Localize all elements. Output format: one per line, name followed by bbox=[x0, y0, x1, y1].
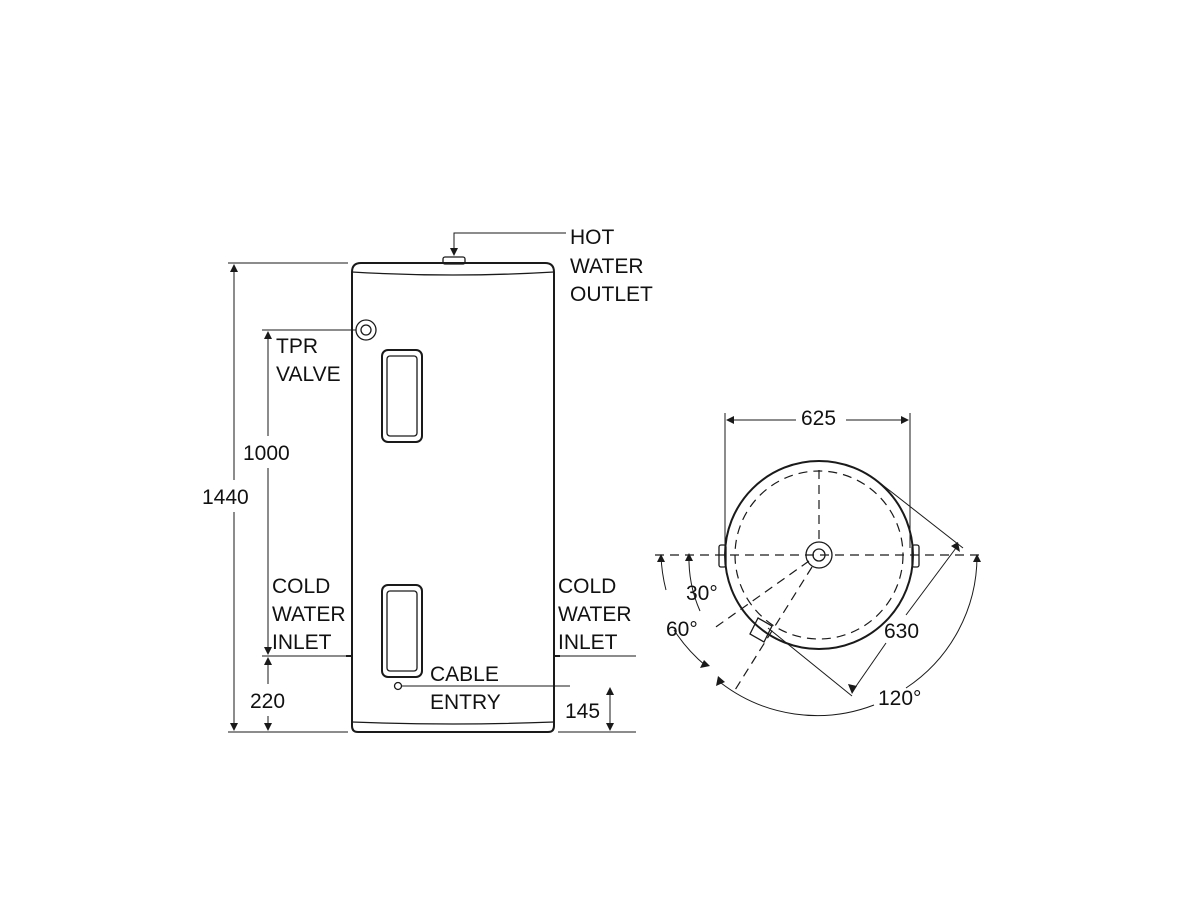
svg-text:COLD: COLD bbox=[558, 575, 616, 598]
cable-entry-fitting bbox=[393, 681, 403, 691]
hot-outlet-leader bbox=[450, 232, 566, 256]
dimension-145-label: 145 bbox=[565, 700, 600, 723]
dimension-220-label: 220 bbox=[250, 690, 285, 713]
tpr-valve-label: TPR VALVE bbox=[276, 335, 341, 386]
svg-text:VALVE: VALVE bbox=[276, 363, 341, 386]
dimension-630 bbox=[767, 482, 964, 697]
svg-text:WATER: WATER bbox=[570, 255, 644, 278]
svg-text:INLET: INLET bbox=[558, 631, 618, 654]
svg-text:WATER: WATER bbox=[272, 603, 346, 626]
tank-front-view bbox=[351, 256, 555, 733]
hot-water-outlet-label: HOT WATER OUTLET bbox=[570, 226, 653, 306]
angle-arc-30 bbox=[685, 553, 701, 612]
cold-water-inlet-left-label: COLD WATER INLET bbox=[272, 575, 346, 654]
dimension-625-label: 625 bbox=[801, 407, 836, 430]
dimension-1000-label: 1000 bbox=[243, 442, 290, 465]
svg-text:WATER: WATER bbox=[558, 603, 632, 626]
angle-arc-60 bbox=[657, 554, 710, 668]
upper-access-panel bbox=[381, 349, 423, 443]
dimension-1440 bbox=[228, 262, 348, 733]
svg-text:HOT: HOT bbox=[570, 226, 615, 249]
svg-text:ENTRY: ENTRY bbox=[430, 691, 501, 714]
dimension-1440-label: 1440 bbox=[202, 486, 249, 509]
svg-text:CABLE: CABLE bbox=[430, 663, 499, 686]
cold-water-inlet-right-label: COLD WATER INLET bbox=[558, 575, 632, 654]
tpr-valve-fitting bbox=[355, 319, 377, 341]
dimension-145 bbox=[558, 687, 636, 733]
angle-60-label: 60° bbox=[666, 618, 698, 641]
svg-text:INLET: INLET bbox=[272, 631, 332, 654]
angle-30-label: 30° bbox=[686, 582, 718, 605]
angle-arc-120 bbox=[716, 554, 981, 717]
svg-text:TPR: TPR bbox=[276, 335, 318, 358]
dimension-220 bbox=[262, 655, 346, 731]
dimension-630-label: 630 bbox=[884, 620, 919, 643]
lower-access-panel bbox=[381, 584, 423, 678]
svg-text:OUTLET: OUTLET bbox=[570, 283, 653, 306]
dimension-625 bbox=[724, 413, 911, 548]
angle-120-label: 120° bbox=[878, 687, 921, 710]
cable-entry-label: CABLE ENTRY bbox=[430, 663, 501, 714]
svg-text:COLD: COLD bbox=[272, 575, 330, 598]
dimension-1000 bbox=[262, 329, 356, 655]
